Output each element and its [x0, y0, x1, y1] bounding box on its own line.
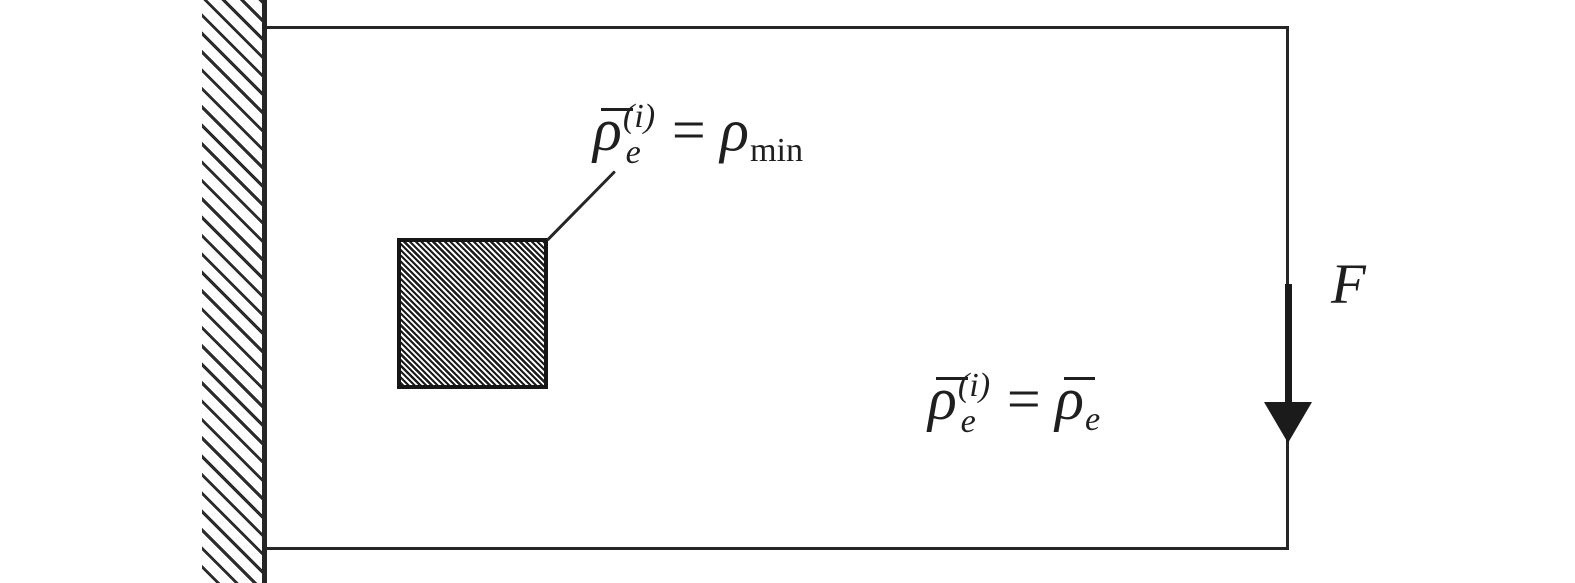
rho-bar-symbol: ρ: [928, 366, 968, 433]
passive-element-square: [397, 238, 548, 389]
superscript-iteration-index: (i): [622, 98, 656, 135]
fixed-support-wall-line: [262, 0, 267, 583]
subscript-element-index: e: [625, 133, 641, 171]
superscript-subscript-stack: (i)e: [623, 99, 655, 171]
rho-symbol: ρ: [720, 97, 749, 164]
min-subscript: min: [749, 131, 804, 169]
force-arrow-shaft: [1285, 284, 1292, 406]
rho-bar-symbol: ρ: [593, 97, 633, 164]
fixed-support-hatch: [202, 0, 265, 583]
equals-sign: =: [1006, 366, 1041, 433]
superscript-subscript-stack: (i)e: [958, 368, 990, 440]
passive-element-density-label: ρ(i)e=ρmin: [593, 99, 803, 171]
domain-density-label: ρ(i)e=ρe: [928, 368, 1100, 440]
superscript-iteration-index: (i): [957, 367, 991, 404]
rho-bar-symbol: ρ: [1055, 366, 1095, 433]
subscript-element-index: e: [1084, 400, 1101, 438]
equals-sign: =: [671, 97, 706, 164]
force-arrow-head: [1264, 402, 1312, 443]
force-label: F: [1331, 253, 1366, 316]
subscript-element-index: e: [960, 402, 976, 440]
